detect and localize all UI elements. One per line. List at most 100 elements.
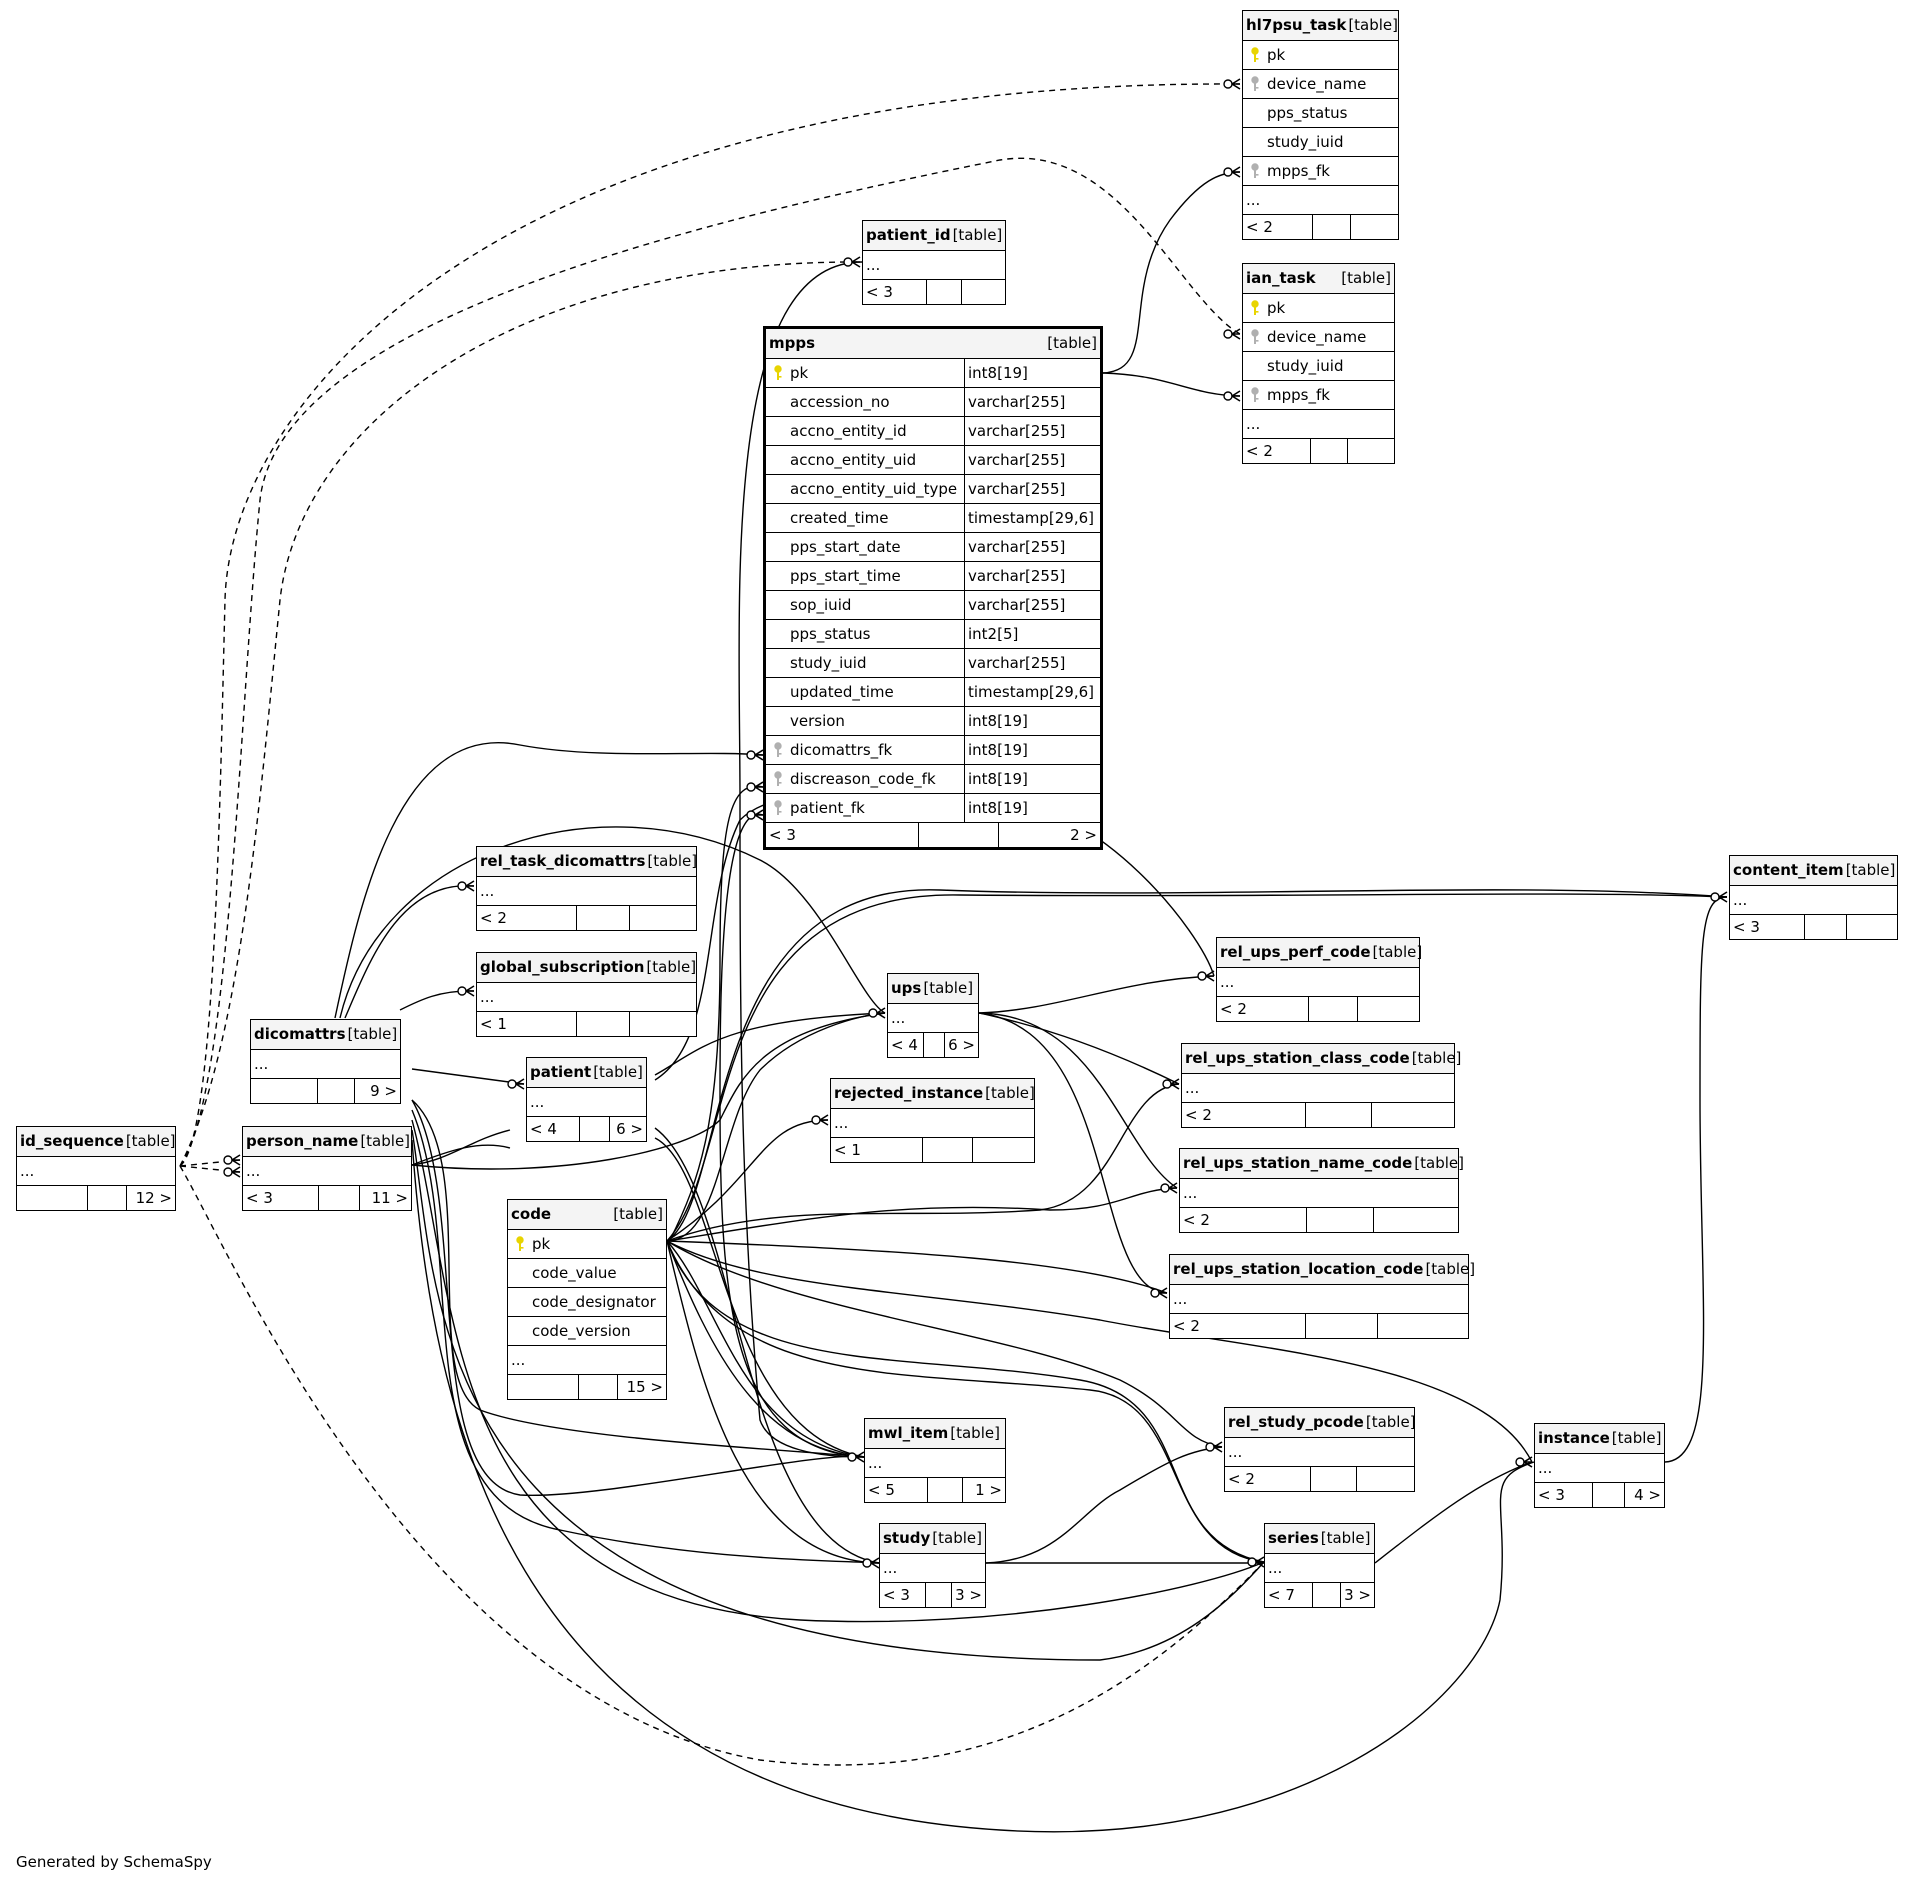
more-columns: ... — [1182, 1074, 1454, 1103]
children-count — [1350, 215, 1398, 239]
table-kind: [table] — [950, 1424, 1000, 1442]
more-columns: ... — [1180, 1179, 1458, 1208]
primary-key-icon — [1243, 41, 1267, 69]
primary-key-icon — [1243, 294, 1267, 322]
table-footer: < 2 — [1182, 1103, 1454, 1127]
table-rel-study-pcode[interactable]: rel_study_pcode[table]...< 2 — [1224, 1407, 1416, 1492]
relationship-edge — [978, 1012, 1178, 1189]
table-kind: [table] — [1348, 16, 1399, 34]
parents-count: < 7 — [1268, 1586, 1295, 1604]
table-name: patient — [530, 1063, 592, 1081]
column-row: code_version — [508, 1317, 666, 1346]
table-rejected-instance[interactable]: rejected_instance[table]...< 1 — [830, 1078, 1035, 1163]
parents-count: < 3 — [1733, 918, 1760, 936]
relationship-edge — [411, 1119, 1265, 1623]
relationship-edge — [344, 885, 475, 1019]
table-header: mwl_item[table] — [865, 1419, 1005, 1449]
table-footer: < 1 — [831, 1138, 1034, 1162]
footer-spacer — [1305, 1103, 1371, 1127]
table-name: study — [883, 1529, 931, 1547]
parents-count: < 2 — [1228, 1470, 1255, 1488]
column-row: device_name — [1243, 323, 1394, 352]
table-rel-ups-station-name-code[interactable]: rel_ups_station_name_code[table]...< 2 — [1179, 1148, 1464, 1233]
table-id-sequence[interactable]: id_sequence[table]...12 > — [16, 1126, 176, 1211]
table-rel-ups-station-class-code[interactable]: rel_ups_station_class_code[table]...< 2 — [1181, 1043, 1461, 1128]
column-row: device_name — [1243, 70, 1398, 99]
column-type: varchar[255] — [964, 388, 1100, 416]
foreign-key-icon — [766, 736, 790, 764]
table-kind: [table] — [1411, 1049, 1462, 1067]
column-row: code_designator — [508, 1288, 666, 1317]
cardinality-zero-marker — [1150, 1288, 1160, 1298]
cardinality-zero-marker — [223, 1155, 233, 1165]
table-rel-task-dicomattrs[interactable]: rel_task_dicomattrs[table]...< 2 — [476, 846, 697, 931]
children-count: 1 > — [961, 1478, 1005, 1502]
column-name: mpps_fk — [1267, 162, 1330, 180]
table-rel-ups-station-location-code[interactable]: rel_ups_station_location_code[table]...<… — [1169, 1254, 1475, 1339]
footer-spacer — [922, 1138, 972, 1162]
table-header: rejected_instance[table] — [831, 1079, 1035, 1109]
column-row: mpps_fk — [1243, 157, 1398, 186]
table-rel-ups-perf-code[interactable]: rel_ups_perf_code[table]...< 2 — [1216, 937, 1422, 1022]
column-name: pk — [532, 1235, 551, 1253]
column-name: accno_entity_uid_type — [790, 480, 958, 498]
more-columns: ... — [1243, 410, 1394, 439]
table-header: ian_task[table] — [1243, 264, 1394, 294]
relationship-edge — [1102, 171, 1241, 374]
more-columns: ... — [831, 1109, 1034, 1138]
table-content-item[interactable]: content_item[table]...< 3 — [1729, 855, 1898, 940]
column-name: study_iuid — [1267, 357, 1344, 375]
footer-spacer — [924, 1583, 951, 1607]
footer-spacer — [317, 1079, 354, 1103]
relationship-edge — [985, 1446, 1223, 1564]
primary-key-icon — [766, 359, 790, 387]
parents-count: < 2 — [1173, 1317, 1200, 1335]
table-patient-id[interactable]: patient_id[table]...< 3 — [862, 220, 1006, 305]
column-name: study_iuid — [1267, 133, 1344, 151]
cardinality-zero-marker — [1160, 1183, 1170, 1193]
cardinality-many-marker — [1255, 1556, 1265, 1568]
more-columns: ... — [477, 983, 696, 1012]
cardinality-many-marker — [1231, 328, 1241, 340]
column-name: pps_start_time — [790, 567, 901, 585]
relationship-edge — [666, 1187, 1178, 1242]
column-row: study_iuid — [1243, 352, 1394, 381]
footer-spacer — [1306, 1208, 1373, 1232]
footer-spacer — [1312, 1583, 1340, 1607]
table-header: patient_id[table] — [863, 221, 1005, 251]
table-global-subscription[interactable]: global_subscription[table]...< 1 — [476, 952, 697, 1037]
primary-key-icon — [508, 1230, 532, 1258]
cardinality-zero-marker — [847, 1452, 857, 1462]
column-type: varchar[255] — [964, 591, 1100, 619]
children-count: 3 > — [1340, 1583, 1374, 1607]
table-kind: [table] — [646, 958, 697, 976]
footer-spacer — [925, 280, 961, 304]
table-kind: [table] — [952, 226, 1003, 244]
table-footer: 9 > — [251, 1079, 400, 1103]
table-header: mpps[table] — [766, 329, 1100, 359]
table-kind: [table] — [985, 1084, 1035, 1102]
footer-spacer — [317, 1186, 359, 1210]
parents-count: < 3 — [866, 283, 893, 301]
table-name: rel_ups_station_class_code — [1185, 1049, 1410, 1067]
table-dicomattrs[interactable]: dicomattrs[table]...9 > — [250, 1019, 401, 1104]
cardinality-many-marker — [819, 1114, 829, 1126]
relationship-edge — [666, 1240, 1223, 1448]
foreign-key-icon — [1243, 323, 1267, 351]
